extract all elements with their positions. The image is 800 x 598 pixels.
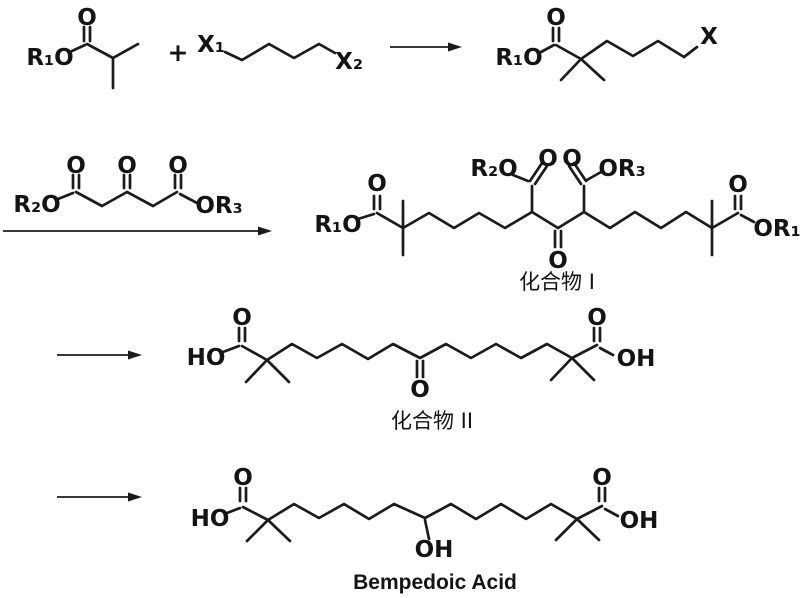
compound-2-structure: HO O O O OH 化合物 II (187, 305, 656, 433)
atom-label-ketone-o: O (548, 248, 568, 274)
bond-skeleton (225, 486, 620, 543)
compound-1-structure: R₁O O R₂O O O OR₃ O O OR₁ 化合物 I (314, 146, 800, 294)
atom-label-x1: X₁ (197, 32, 225, 58)
arrow-head (128, 350, 142, 360)
atom-label-ho: HO (187, 345, 226, 371)
reactant-dihalide: X₁ X₂ (197, 32, 363, 75)
reaction-arrow-step1 (390, 42, 462, 52)
bond-skeleton (70, 25, 140, 90)
atom-label-carbonyl-o: O (546, 5, 566, 31)
atom-label-x2: X₂ (335, 49, 363, 75)
reactant-isobutyrate-ester: R₁O O (26, 5, 140, 90)
atom-label-r1o: R₁O (495, 45, 542, 71)
atom-label-or1-right: OR₁ (753, 216, 800, 242)
atom-label-left-carbonyl-o: O (232, 305, 252, 331)
reagent-oxoglutarate-diester: R₂O O O O OR₃ (13, 153, 242, 219)
atom-label-carbonyl-o: O (77, 5, 97, 31)
atom-label-right-carbonyl-o: O (587, 305, 607, 331)
atom-label-ho: HO (191, 506, 230, 532)
atom-label-left-o: O (66, 153, 86, 179)
product-halo-ester: R₁O O X (495, 5, 718, 82)
arrow-head (448, 42, 462, 52)
atom-label-or3: OR₃ (598, 156, 645, 182)
atom-label-x: X (700, 24, 718, 50)
atom-label-left-ester-o: O (538, 146, 558, 172)
bond-skeleton (221, 326, 615, 384)
reaction-arrow-step3 (57, 350, 142, 360)
atom-label-hydroxyl-oh: OH (415, 537, 454, 563)
bond-skeleton (223, 42, 337, 62)
arrow-head (128, 492, 142, 502)
atom-label-r2o: R₂O (13, 192, 60, 218)
atom-label-left-carbonyl-o: O (233, 465, 253, 491)
atom-label-left-carbonyl-o: O (367, 171, 387, 197)
bempedoic-acid-caption: Bempedoic Acid (353, 571, 517, 594)
bond-skeleton (356, 161, 756, 257)
compound-2-caption: 化合物 II (391, 409, 473, 433)
atom-label-or3: OR₃ (195, 193, 242, 219)
plus-sign: + (168, 38, 189, 67)
atom-label-r2o: R₂O (470, 156, 517, 182)
atom-label-oh: OH (620, 508, 659, 534)
atom-label-ketone-o: O (410, 377, 430, 403)
reaction-arrow-step2 (3, 226, 272, 236)
atom-label-right-carbonyl-o: O (728, 172, 748, 198)
atom-label-center-o: O (117, 153, 137, 179)
compound-1-caption: 化合物 I (519, 270, 595, 294)
atom-label-oh: OH (617, 346, 656, 372)
bond-skeleton (56, 173, 199, 208)
arrow-head (258, 226, 272, 236)
bempedoic-acid-structure: HO O OH O OH Bempedoic Acid (191, 465, 659, 594)
reaction-arrow-step4 (57, 492, 142, 502)
atom-label-right-ester-o: O (562, 146, 582, 172)
atom-label-r1o-left: R₁O (314, 212, 361, 238)
atom-label-right-carbonyl-o: O (592, 465, 612, 491)
atom-label-right-o: O (168, 153, 188, 179)
atom-label-r1o: R₁O (26, 45, 73, 71)
bond-skeleton (539, 26, 699, 82)
